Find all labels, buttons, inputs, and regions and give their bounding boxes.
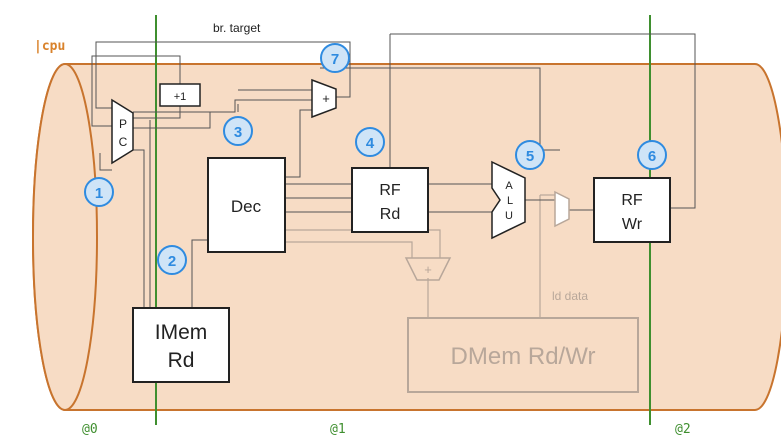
step-marker-7-label: 7 — [331, 51, 339, 68]
stage-label-1: @1 — [330, 422, 346, 437]
address-adder-label: + — [424, 262, 432, 277]
imem-label-1: IMem — [155, 321, 208, 344]
step-marker-3 — [223, 116, 253, 146]
step-marker-4-label: 4 — [366, 135, 375, 152]
alu-label-3: U — [505, 210, 513, 222]
rf-write-label-1: RF — [621, 192, 643, 209]
branch-target-label: br. target — [213, 21, 261, 35]
step-marker-6 — [637, 140, 667, 170]
step-marker-2-label: 2 — [168, 253, 176, 270]
pc-mux-shape — [111, 98, 134, 165]
writeback-mux-shape — [554, 190, 570, 228]
step-marker-5 — [515, 140, 545, 170]
datapath-wires — [91, 33, 696, 308]
address-adder-shape — [404, 257, 452, 281]
step-markers: 1 2 3 4 5 6 7 — [84, 43, 667, 275]
step-marker-4 — [355, 127, 385, 157]
pipeline-label: |cpu — [34, 39, 65, 54]
dmem-label: DMem Rd/Wr — [451, 343, 596, 370]
increment-label: +1 — [174, 91, 187, 103]
decode-block — [207, 157, 286, 253]
rf-write-block — [593, 177, 671, 243]
alu-label-1: A — [505, 180, 513, 192]
step-marker-1-label: 1 — [95, 185, 103, 202]
step-marker-2 — [157, 245, 187, 275]
dmem-block — [407, 317, 639, 393]
step-marker-1 — [84, 177, 114, 207]
imem-block — [132, 307, 230, 383]
pc-mux-label-1: P — [119, 117, 127, 131]
stage-labels: @0 @1 @2 — [82, 422, 691, 437]
step-marker-3-label: 3 — [234, 124, 242, 141]
stage-label-2: @2 — [675, 422, 691, 437]
alu-shape — [491, 160, 526, 240]
load-data-label: ld data — [552, 289, 588, 303]
stage-label-0: @0 — [82, 422, 98, 437]
decode-label: Dec — [231, 197, 262, 216]
rf-read-label-1: RF — [379, 182, 401, 199]
increment-block — [159, 83, 201, 107]
imem-label-2: Rd — [168, 349, 195, 372]
rf-read-label-2: Rd — [380, 206, 400, 223]
rf-read-block — [351, 167, 429, 233]
rf-write-label-2: Wr — [622, 216, 643, 233]
step-marker-5-label: 5 — [526, 148, 534, 165]
alu-label-2: L — [507, 195, 513, 207]
pc-mux-label-2: C — [119, 135, 128, 149]
memory-path — [285, 194, 555, 318]
step-marker-6-label: 6 — [648, 148, 656, 165]
branch-adder-label: + — [322, 91, 330, 106]
branch-adder-shape — [311, 78, 337, 119]
step-marker-7 — [320, 43, 350, 73]
cylinder-front-face — [32, 63, 98, 411]
